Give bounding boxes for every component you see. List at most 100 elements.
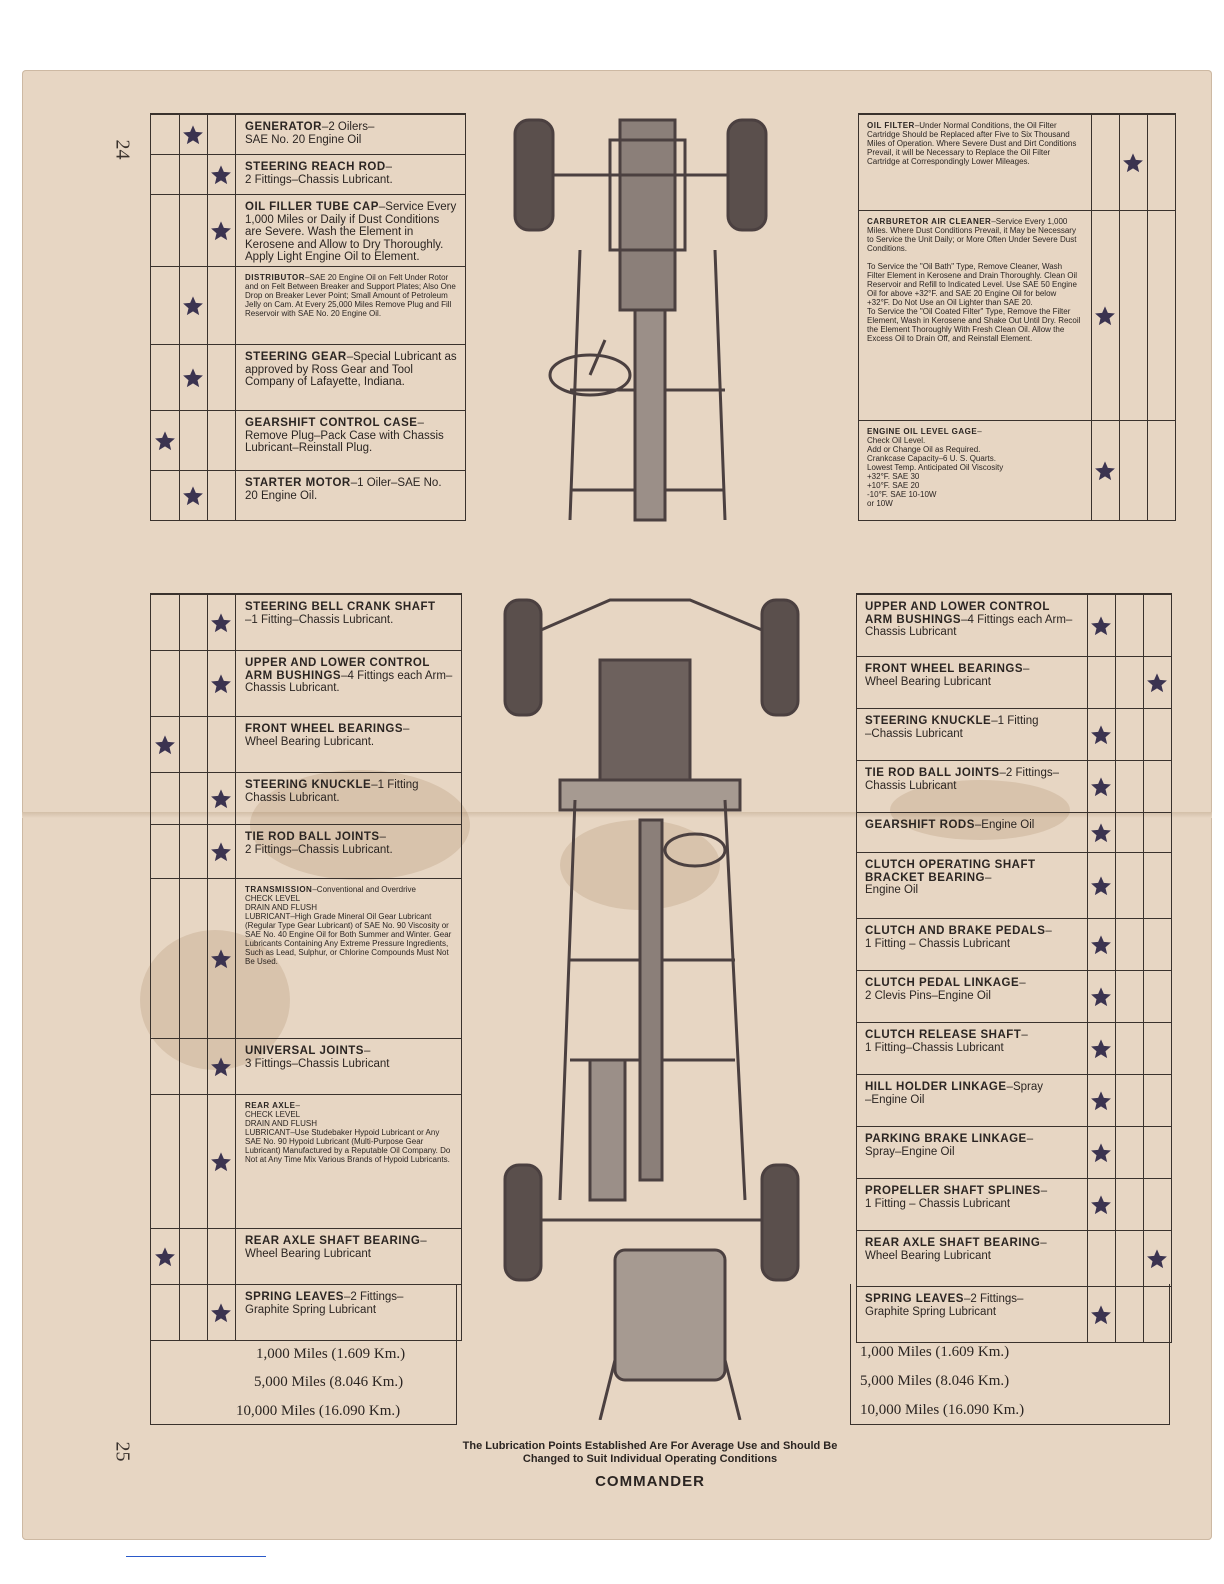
lubrication-point-text: UPPER AND LOWER CONTROL ARM BUSHINGS–4 F…	[245, 657, 453, 695]
lubrication-point-name: FRONT WHEEL BEARINGS	[245, 723, 404, 735]
lubrication-point-text: FRONT WHEEL BEARINGS– Wheel Bearing Lubr…	[245, 723, 453, 748]
lubrication-point-name: STARTER MOTOR	[245, 477, 351, 489]
lubrication-instructions: – CHECK LEVEL DRAIN AND FLUSH LUBRICANT–…	[245, 1101, 451, 1164]
lubrication-row: FRONT WHEEL BEARINGS– Wheel Bearing Lubr…	[151, 716, 461, 772]
lubrication-point-name: CLUTCH OPERATING SHAFT BRACKET BEARING	[865, 859, 1036, 884]
lubrication-row: STEERING KNUCKLE–1 Fitting –Chassis Lubr…	[857, 708, 1171, 760]
lubrication-point-name: UPPER AND LOWER CONTROL ARM BUSHINGS	[245, 657, 430, 682]
lubrication-instructions: –2 Fittings– Graphite Spring Lubricant	[865, 1293, 1024, 1318]
star-icon	[210, 841, 232, 863]
page-number-bottom: 25	[111, 1441, 134, 1462]
lubrication-instructions: – Wheel Bearing Lubricant	[865, 1237, 1047, 1262]
lubrication-point-text: SPRING LEAVES–2 Fittings– Graphite Sprin…	[245, 1291, 453, 1316]
star-icon	[154, 734, 176, 756]
lubrication-row: STARTER MOTOR–1 Oiler–SAE No. 20 Engine …	[151, 470, 465, 520]
lubrication-instructions: – Engine Oil	[865, 871, 992, 897]
lubrication-row: STEERING GEAR–Special Lubricant as appro…	[151, 344, 465, 410]
lubrication-point-name: STEERING REACH ROD	[245, 161, 386, 173]
column-rule	[1119, 114, 1120, 520]
model-name: COMMANDER	[595, 1473, 705, 1490]
column-rule	[1091, 114, 1092, 520]
lubrication-instructions: –2 Fittings– Graphite Spring Lubricant	[245, 1291, 404, 1316]
lubrication-point-text: OIL FILLER TUBE CAP–Service Every 1,000 …	[245, 201, 457, 264]
star-icon	[210, 612, 232, 634]
star-icon	[182, 295, 204, 317]
lubrication-point-name: TIE ROD BALL JOINTS	[865, 767, 1000, 779]
lubrication-note: The Lubrication Points Established Are F…	[462, 1440, 838, 1465]
lubrication-point-text: PARKING BRAKE LINKAGE– Spray–Engine Oil	[865, 1133, 1077, 1158]
interval-box-right	[850, 1284, 1170, 1425]
star-icon	[1090, 1090, 1112, 1112]
lubrication-instructions: –1 Oiler–SAE No. 20 Engine Oil.	[245, 477, 442, 502]
lubrication-instructions: –Engine Oil	[974, 819, 1035, 831]
lubrication-point-name: CLUTCH PEDAL LINKAGE	[865, 977, 1020, 989]
lubrication-row: CLUTCH OPERATING SHAFT BRACKET BEARING– …	[857, 852, 1171, 918]
lubrication-instructions: –2 Fittings–Chassis Lubricant	[865, 767, 1059, 792]
lubrication-instructions: – Wheel Bearing Lubricant.	[245, 723, 410, 748]
star-icon	[182, 367, 204, 389]
lubrication-row: TIE ROD BALL JOINTS– 2 Fittings–Chassis …	[151, 824, 461, 878]
lubrication-instructions: – Wheel Bearing Lubricant	[865, 663, 1030, 688]
interval-5000-left: 5,000 Miles (8.046 Km.)	[254, 1374, 404, 1390]
lubrication-row: OIL FILTER–Under Normal Conditions, the …	[859, 114, 1175, 210]
lubrication-instructions: –1 Fitting Chassis Lubricant.	[245, 779, 419, 804]
lubrication-instructions: –Remove Plug–Pack Case with Chassis Lubr…	[245, 417, 444, 454]
lubrication-row: FRONT WHEEL BEARINGS– Wheel Bearing Lubr…	[857, 656, 1171, 708]
star-icon	[210, 1302, 232, 1324]
star-icon	[210, 948, 232, 970]
lubrication-instructions: –4 Fittings each Arm–Chassis Lubricant	[865, 613, 1073, 639]
lubrication-point-name: OIL FILLER TUBE CAP	[245, 201, 379, 213]
lubrication-instructions: –Service Every 1,000 Miles. Where Dust C…	[867, 217, 1081, 343]
lubrication-point-name: REAR AXLE	[245, 1101, 296, 1110]
lubrication-row: STEERING BELL CRANK SHAFT –1 Fitting–Cha…	[151, 594, 461, 650]
column-rule	[179, 114, 180, 520]
star-icon	[210, 1056, 232, 1078]
interval-1000-right: 1,000 Miles (1.609 Km.)	[860, 1344, 1010, 1360]
lubrication-point-name: REAR AXLE SHAFT BEARING	[245, 1235, 421, 1247]
lubrication-row: SPRING LEAVES–2 Fittings– Graphite Sprin…	[857, 1286, 1171, 1342]
lubrication-point-name: UPPER AND LOWER CONTROL ARM BUSHINGS	[865, 601, 1050, 626]
lubrication-point-name: STEERING BELL CRANK SHAFT	[245, 601, 436, 613]
lubrication-instructions: – 2 Fittings–Chassis Lubricant.	[245, 831, 393, 856]
lubrication-point-text: CARBURETOR AIR CLEANER–Service Every 1,0…	[867, 217, 1081, 343]
lubrication-point-text: OIL FILTER–Under Normal Conditions, the …	[867, 121, 1081, 166]
star-icon	[210, 673, 232, 695]
star-icon	[1090, 615, 1112, 637]
lubrication-point-name: CLUTCH RELEASE SHAFT	[865, 1029, 1022, 1041]
lubrication-point-text: REAR AXLE SHAFT BEARING– Wheel Bearing L…	[865, 1237, 1077, 1262]
column-rule	[235, 594, 236, 1340]
lubrication-point-text: CLUTCH OPERATING SHAFT BRACKET BEARING– …	[865, 859, 1077, 897]
interval-1000-left: 1,000 Miles (1.609 Km.)	[256, 1346, 406, 1362]
lubrication-point-name: STEERING KNUCKLE	[865, 715, 992, 727]
star-icon	[210, 788, 232, 810]
lubrication-row: GEARSHIFT RODS–Engine Oil	[857, 812, 1171, 852]
lubrication-table-lower-left: STEERING BELL CRANK SHAFT –1 Fitting–Cha…	[150, 593, 462, 1341]
lubrication-point-text: PROPELLER SHAFT SPLINES– 1 Fitting – Cha…	[865, 1185, 1077, 1210]
lubrication-row: STEERING KNUCKLE–1 Fitting Chassis Lubri…	[151, 772, 461, 824]
lubrication-point-text: REAR AXLE SHAFT BEARING– Wheel Bearing L…	[245, 1235, 453, 1260]
lubrication-point-name: DISTRIBUTOR	[245, 273, 306, 282]
lubrication-table-upper-right: OIL FILTER–Under Normal Conditions, the …	[858, 113, 1176, 521]
lubrication-point-name: OIL FILTER	[867, 121, 915, 130]
lubrication-point-name: GEARSHIFT RODS	[865, 819, 975, 831]
lubrication-row: CLUTCH AND BRAKE PEDALS– 1 Fitting – Cha…	[857, 918, 1171, 970]
lubrication-point-text: GENERATOR–2 Oilers– SAE No. 20 Engine Oi…	[245, 121, 457, 146]
lubrication-row: CLUTCH PEDAL LINKAGE– 2 Clevis Pins–Engi…	[857, 970, 1171, 1022]
lubrication-point-text: TIE ROD BALL JOINTS– 2 Fittings–Chassis …	[245, 831, 453, 856]
lubrication-row: PROPELLER SHAFT SPLINES– 1 Fitting – Cha…	[857, 1178, 1171, 1230]
page-fold	[22, 812, 1212, 818]
interval-box-left	[150, 1284, 457, 1425]
column-rule	[1143, 594, 1144, 1342]
lubrication-instructions: – Wheel Bearing Lubricant	[245, 1235, 427, 1260]
star-icon	[1090, 1304, 1112, 1326]
lubrication-instructions: –Special Lubricant as approved by Ross G…	[245, 351, 457, 388]
lubrication-point-text: STEERING KNUCKLE–1 Fitting –Chassis Lubr…	[865, 715, 1077, 740]
lubrication-row: TIE ROD BALL JOINTS–2 Fittings–Chassis L…	[857, 760, 1171, 812]
lubrication-row: DISTRIBUTOR–SAE 20 Engine Oil on Felt Un…	[151, 266, 465, 344]
lubrication-row: REAR AXLE– CHECK LEVEL DRAIN AND FLUSH L…	[151, 1094, 461, 1228]
lubrication-row: TRANSMISSION–Conventional and Overdrive …	[151, 878, 461, 1038]
lubrication-point-text: CLUTCH AND BRAKE PEDALS– 1 Fitting – Cha…	[865, 925, 1077, 950]
lubrication-row: REAR AXLE SHAFT BEARING– Wheel Bearing L…	[151, 1228, 461, 1284]
star-icon	[1090, 1142, 1112, 1164]
star-icon	[210, 220, 232, 242]
